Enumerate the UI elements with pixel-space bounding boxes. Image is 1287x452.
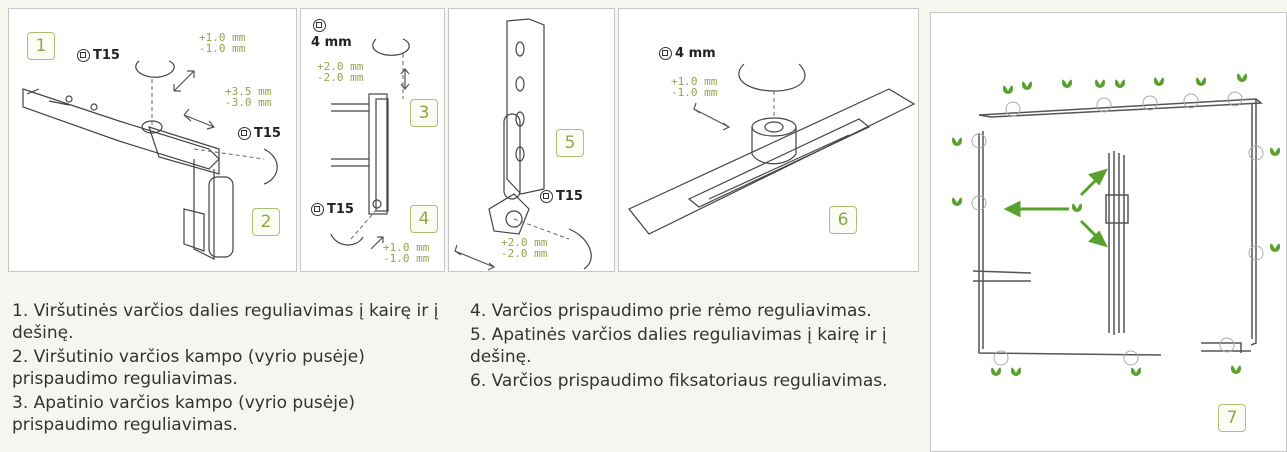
diagram-panel-5: 5 T15 +2.0 mm-2.0 mm [448, 8, 615, 272]
diagram-panel-6: 4 mm +1.0 mm-1.0 mm 6 [618, 8, 919, 272]
step-number-5: 5 [556, 129, 584, 157]
locking-cam-drawing [628, 63, 916, 235]
description-item-2: 2. Viršutinio varčios kampo (vyrio pusėj… [12, 347, 365, 389]
corner-hinge-drawing [330, 38, 410, 250]
top-hinge-drawing [22, 60, 278, 260]
diagram-panel-3: 4 mm +2.0 mm-2.0 mm 3 T15 4 +1.0 mm-1.0 … [300, 8, 445, 272]
diagram-panel-7: 7 [930, 12, 1287, 452]
diagram-panel-1: 1 T15 +1.0 mm-1.0 mm +3.5 mm-3.0 mm T15 … [8, 8, 297, 272]
tool-text: T15 [254, 126, 281, 141]
tool-text: T15 [327, 202, 354, 217]
torx-icon [540, 190, 553, 203]
tool-text: T15 [556, 189, 583, 204]
adjust-label-f: +1.0 mm-1.0 mm [671, 75, 718, 99]
adjust-label-d: +1.0 mm-1.0 mm [383, 241, 430, 265]
adjust-label-b: +3.5 mm-3.0 mm [225, 85, 272, 109]
tool-label-t15-2: T15 [238, 126, 281, 141]
description-item-3: 3. Apatinio varčios kampo (vyrio pusėje)… [12, 393, 356, 435]
adjust-label-a: +1.0 mm-1.0 mm [199, 31, 246, 55]
step-number-4: 4 [410, 205, 438, 233]
adjust-label-c: +2.0 mm-2.0 mm [317, 60, 364, 84]
step-number-7: 7 [1218, 404, 1246, 432]
tool-label-t15-5: T15 [540, 189, 583, 204]
torx-icon [77, 49, 90, 62]
grease-drops [952, 73, 1280, 376]
adjust-label-e: +2.0 mm-2.0 mm [501, 236, 548, 260]
description-item-4: 4. Varčios prispaudimo prie rėmo regulia… [470, 301, 872, 321]
torx-icon [238, 127, 251, 140]
tool-text: 4 mm [311, 35, 352, 50]
tool-text: T15 [93, 48, 120, 63]
tool-label-4mm: 4 mm [311, 35, 352, 50]
window-frame-drawing [952, 73, 1280, 376]
tool-label-t15: T15 [77, 48, 120, 63]
description-column-2: 4. Varčios prispaudimo prie rėmo regulia… [470, 300, 920, 394]
step-number-3: 3 [410, 99, 438, 127]
step-number-2: 2 [252, 208, 280, 236]
description-item-1: 1. Viršutinės varčios dalies reguliavima… [12, 301, 439, 343]
description-item-5: 5. Apatinės varčios dalies reguliavimas … [470, 325, 887, 367]
torx-icon [311, 203, 324, 216]
description-column-1: 1. Viršutinės varčios dalies reguliavima… [12, 300, 452, 438]
description-item-6: 6. Varčios prispaudimo fiksatoriaus regu… [470, 371, 888, 391]
hex-key-icon [659, 47, 672, 60]
hex-key-icon [313, 19, 326, 32]
tool-text: 4 mm [675, 46, 716, 61]
bottom-hinge-drawing [454, 18, 592, 271]
tool-label-t15-3: T15 [311, 202, 354, 217]
tool-label-4mm-6: 4 mm [659, 46, 716, 61]
step-number-1: 1 [27, 32, 55, 60]
step-number-6: 6 [829, 206, 857, 234]
